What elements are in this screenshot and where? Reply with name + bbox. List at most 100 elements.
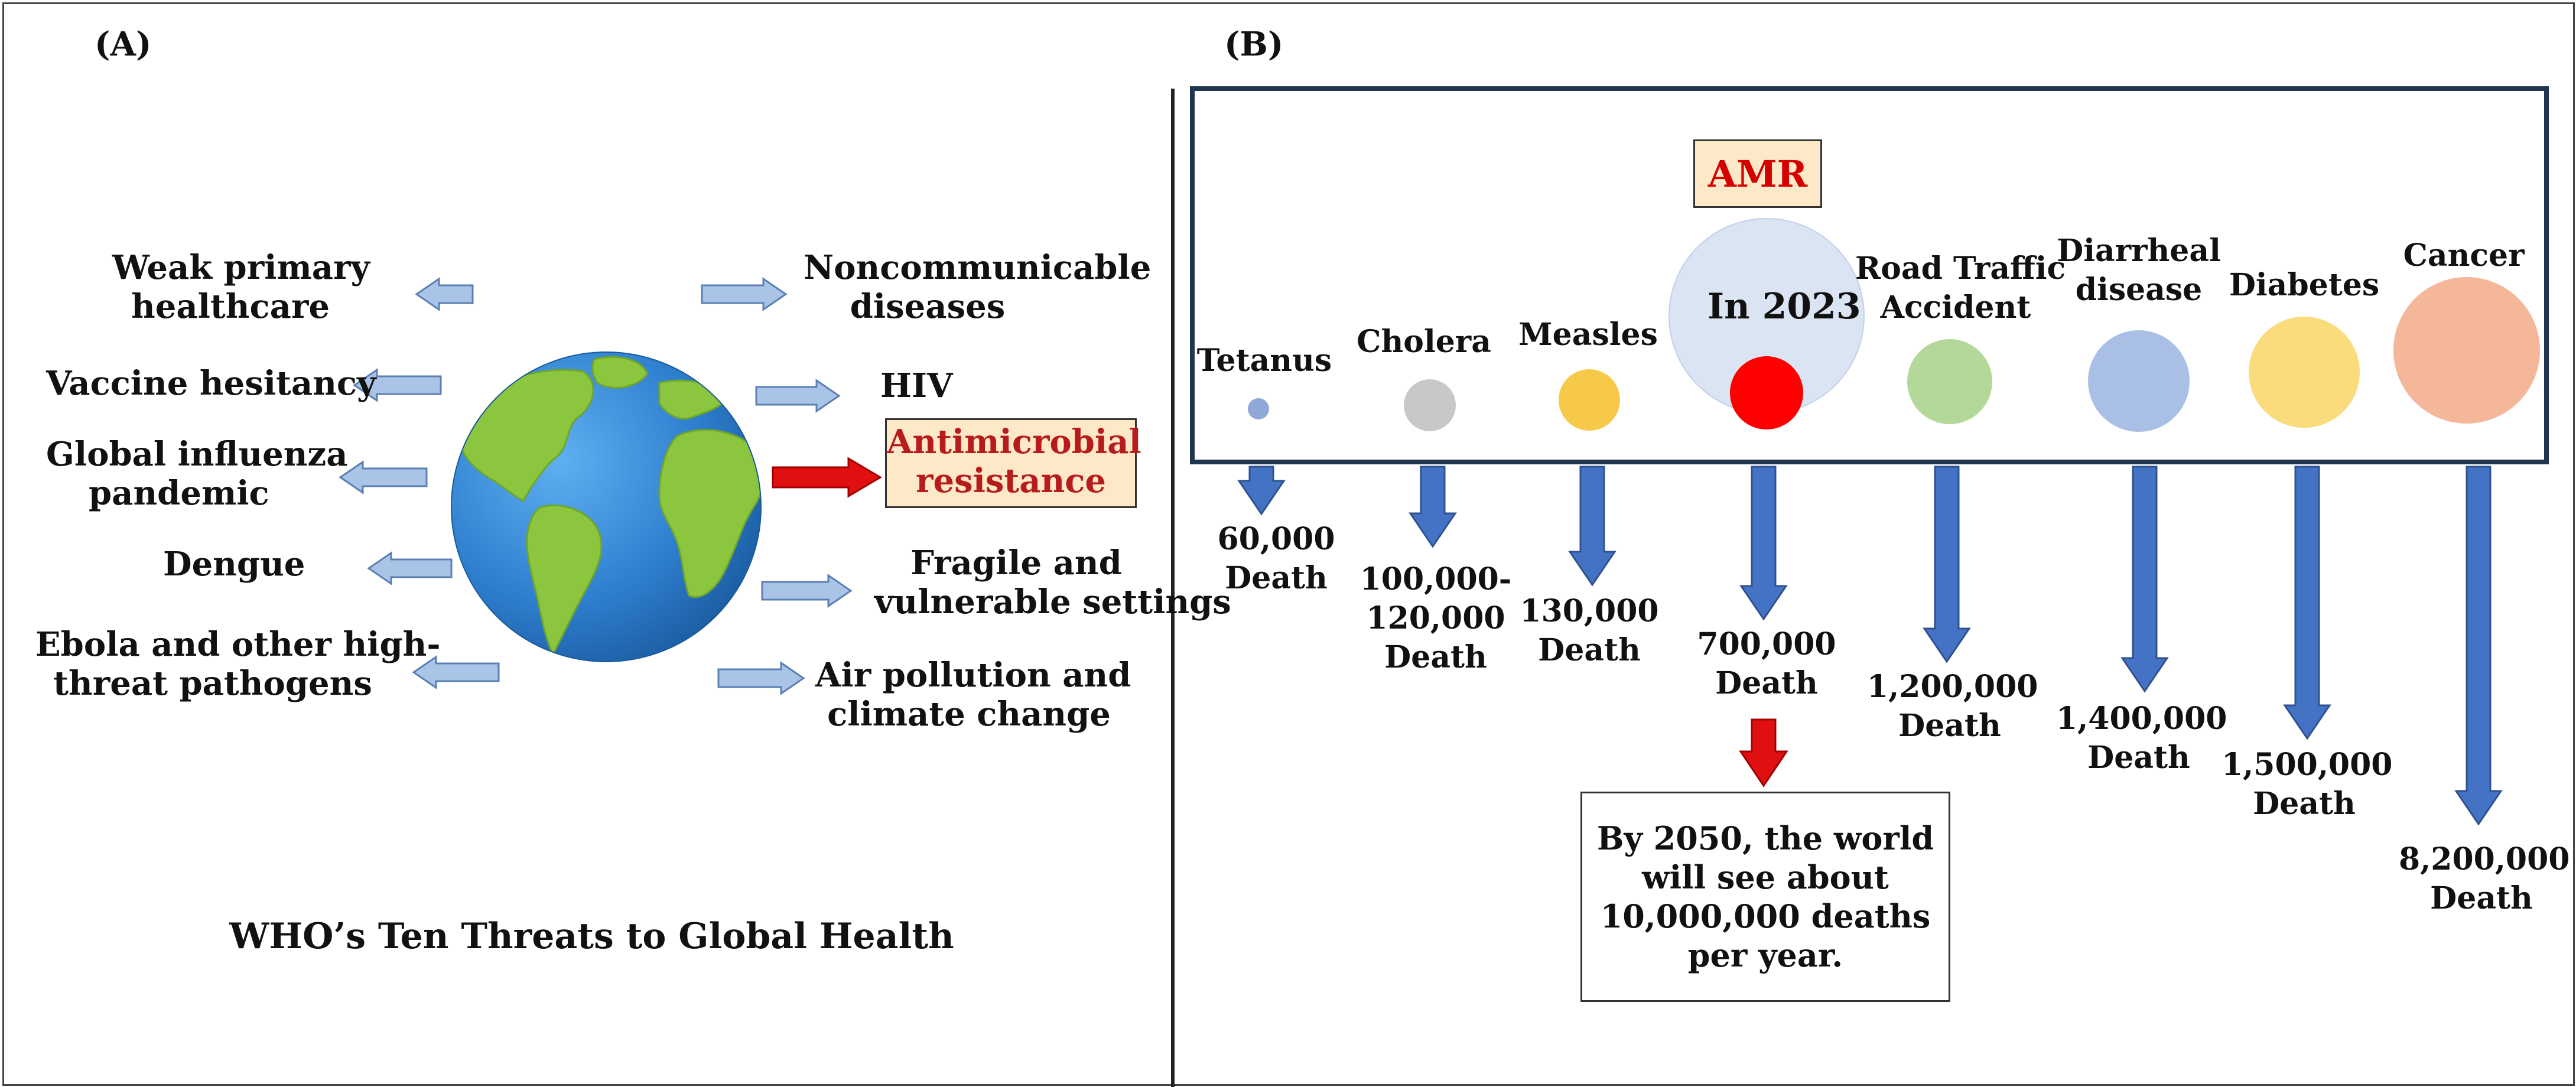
threat-label-line: resistance	[915, 461, 1107, 500]
panel-divider	[1171, 89, 1175, 1087]
death-label-line: 100,000-	[1359, 561, 1512, 597]
disease-name-road-traffic: Road Traffic Accident	[1855, 249, 2066, 327]
disease-bubble	[1730, 356, 1803, 429]
left-threat-arrow	[367, 551, 453, 585]
amr-highlight-arrow	[772, 457, 882, 498]
globe	[451, 352, 762, 662]
disease-name-cancer: Cancer	[2381, 236, 2546, 275]
left-arrows	[339, 277, 882, 695]
disease-box	[1190, 86, 2549, 464]
disease-name-tetanus: Tetanus	[1182, 341, 1347, 380]
death-label-line: Death	[1384, 639, 1487, 675]
right-threat-arrow	[701, 277, 788, 311]
death-label-line: Death	[2430, 880, 2533, 916]
threat-label-line: healthcare	[131, 287, 330, 326]
disease-bubble	[2249, 317, 2360, 428]
threat-weak-primary-healthcare: Weak primary healthcare	[112, 248, 370, 326]
threat-label-line: threat pathogens	[53, 664, 372, 703]
disease-name-line: Tetanus	[1196, 343, 1332, 379]
death-down-arrow	[1923, 466, 1971, 663]
threat-label-line: Dengue	[163, 545, 305, 584]
death-down-arrow	[2283, 466, 2331, 740]
threat-label-line: Air pollution and	[815, 656, 1131, 695]
death-label-line: 8,200,000	[2399, 841, 2570, 877]
death-label-line: Death	[1715, 665, 1818, 701]
death-label-line: 1,500,000	[2222, 747, 2393, 783]
threat-label-line: Ebola and other high-	[35, 625, 441, 664]
disease-bubble	[1248, 398, 1269, 419]
death-label-diabetes: 1,500,000 Death	[2222, 746, 2393, 824]
disease-name-line: Road Traffic	[1855, 250, 2066, 287]
threat-ebola: Ebola and other high- threat pathogens	[35, 625, 441, 703]
death-label-cholera: 100,000- 120,000 Death	[1347, 560, 1524, 677]
note-line: per year.	[1687, 936, 1843, 974]
disease-name-line: Diarrheal	[2057, 233, 2221, 269]
threat-label-line: Antimicrobial	[887, 422, 1141, 461]
death-down-arrow	[1568, 466, 1616, 587]
death-label-line: 700,000	[1697, 626, 1836, 662]
death-down-arrow	[1237, 466, 1286, 516]
greenland-land	[591, 356, 649, 389]
disease-name-line: Diabetes	[2229, 267, 2380, 303]
threat-dengue: Dengue	[163, 545, 305, 584]
amr-in-2023-label: In 2023	[1707, 286, 1861, 327]
disease-name-line: Measles	[1518, 317, 1658, 353]
death-label-road-traffic: 1,200,000 Death	[1867, 668, 2038, 746]
threat-label-line: Global influenza	[46, 435, 348, 474]
amr-tag: AMR	[1693, 139, 1822, 208]
death-label-line: 60,000	[1217, 521, 1335, 557]
threat-label-line: pandemic	[89, 474, 269, 513]
note-line: By 2050, the world	[1596, 819, 1934, 857]
disease-bubble	[2393, 277, 2540, 424]
threat-global-influenza: Global influenza pandemic	[46, 435, 348, 513]
death-label-line: Death	[2087, 740, 2190, 776]
threat-antimicrobial-resistance-box: Antimicrobial resistance	[885, 418, 1141, 508]
death-label-line: 1,400,000	[2056, 701, 2227, 737]
panel-b-letter: (B)	[1224, 25, 1284, 64]
death-label-measles: 130,000 Death	[1513, 592, 1666, 670]
threat-label-line: Fragile and	[910, 544, 1122, 582]
amr-tag-text: AMR	[1707, 152, 1808, 196]
death-label-amr: 700,000 Death	[1690, 625, 1843, 703]
death-label-line: Death	[1898, 708, 2001, 744]
death-label-cancer: 8,200,000 Death	[2399, 840, 2570, 918]
death-label-line: 120,000	[1366, 600, 1505, 636]
disease-name-diarrheal: Diarrheal disease	[2056, 232, 2222, 310]
death-label-line: 130,000	[1520, 593, 1659, 629]
note-line: will see about	[1642, 858, 1889, 896]
disease-name-cholera: Cholera	[1341, 323, 1507, 362]
left-threat-arrow	[415, 277, 474, 311]
death-down-arrow	[2454, 466, 2503, 826]
disease-name-line: Cholera	[1357, 324, 1491, 360]
death-label-line: Death	[1538, 632, 1641, 668]
threat-label-line: Weak primary	[112, 248, 370, 287]
death-label-diarrheal: 1,400,000 Death	[2056, 699, 2227, 777]
death-label-line: Death	[1225, 560, 1328, 596]
disease-name-line: disease	[2075, 272, 2203, 308]
disease-bubble	[1404, 379, 1456, 431]
left-threat-arrow	[353, 368, 442, 402]
left-threat-arrow	[339, 460, 428, 494]
disease-bubble	[1907, 339, 1992, 424]
projection-red-arrow	[1739, 718, 1788, 787]
disease-bubble	[1559, 369, 1620, 431]
threat-air-pollution: Air pollution and climate change	[815, 656, 1131, 734]
death-down-arrow	[2120, 466, 2169, 693]
death-down-arrow	[1739, 466, 1788, 621]
threat-label-line: diseases	[850, 287, 1006, 326]
panel-a-letter: (A)	[95, 25, 152, 64]
threat-hiv: HIV	[880, 366, 953, 405]
disease-bubble	[2088, 330, 2190, 432]
right-threat-arrow	[717, 661, 805, 695]
disease-name-line: Accident	[1880, 289, 2031, 326]
threat-label-line: Vaccine hesitancy	[46, 364, 376, 403]
left-threat-arrow	[412, 655, 500, 689]
projection-note-box: By 2050, the world will see about 10,000…	[1580, 792, 1950, 1002]
disease-name-diabetes: Diabetes	[2222, 266, 2387, 305]
right-threat-arrow	[755, 379, 841, 413]
panel-a-title: WHO’s Ten Threats to Global Health	[229, 916, 954, 957]
disease-name-line: Cancer	[2403, 237, 2525, 274]
